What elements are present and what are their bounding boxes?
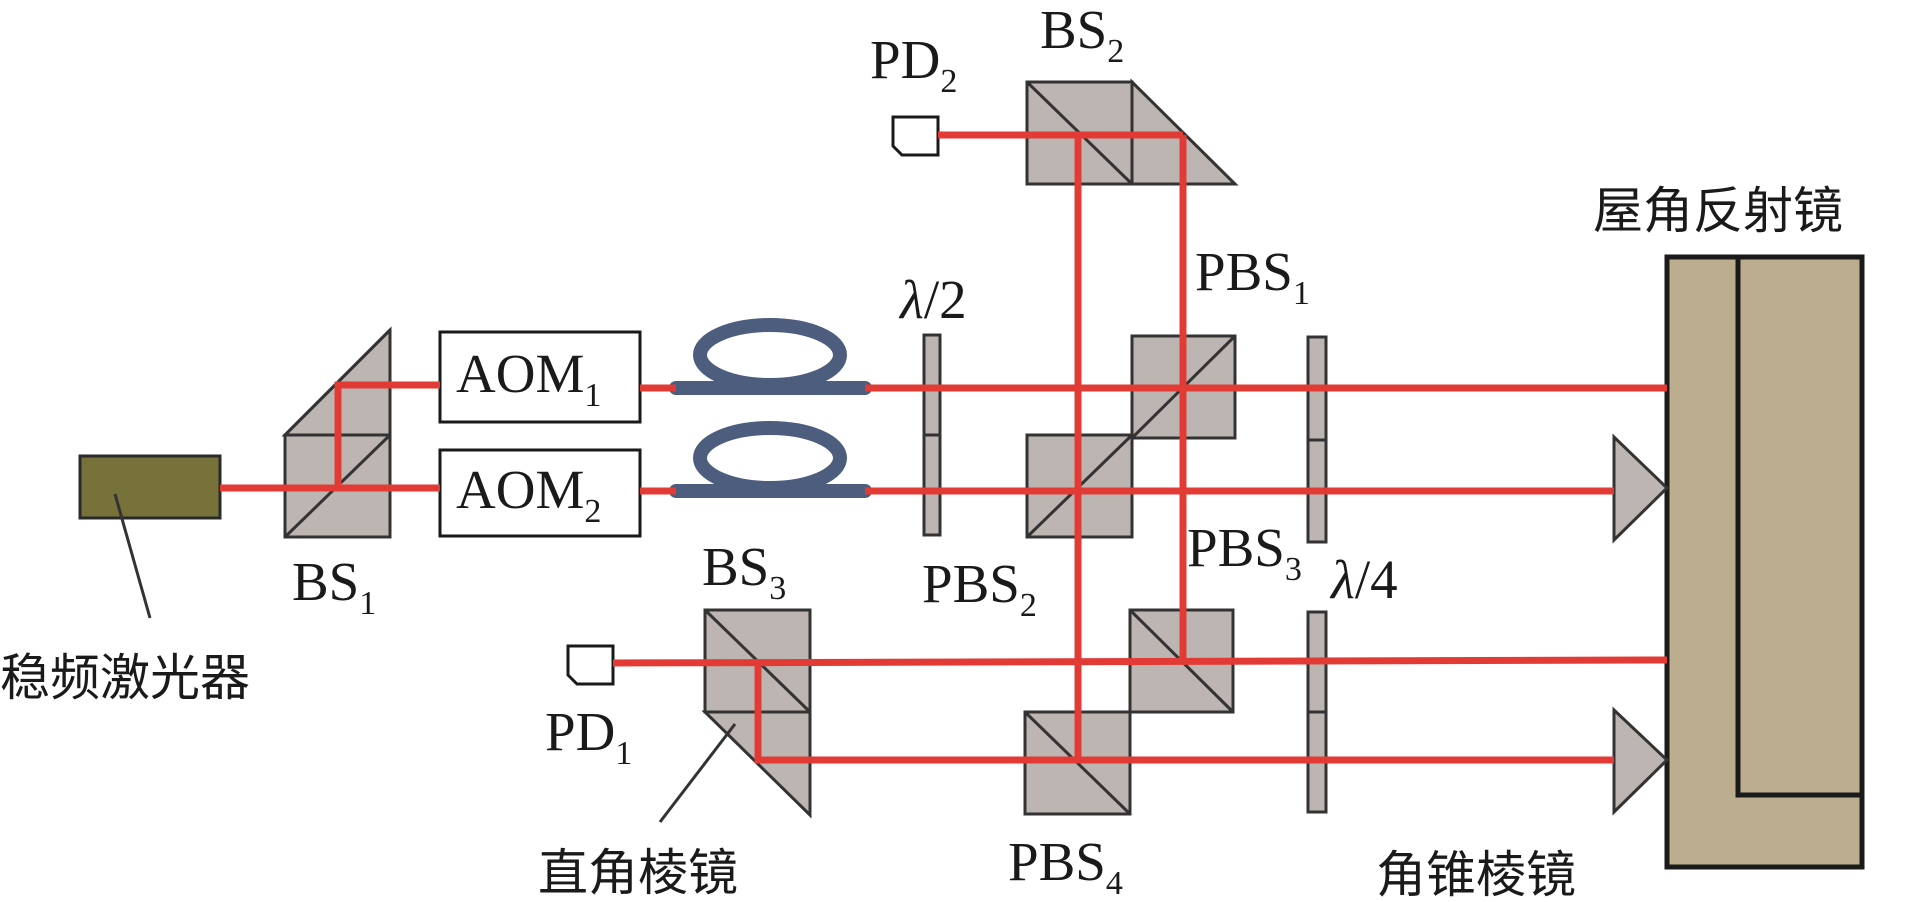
pd2-detector [891,115,940,157]
pbs2-label: PBS2 [922,553,1037,624]
fiber-coil-1 [669,318,872,395]
pbs4-label: PBS4 [1008,831,1123,902]
corner-cube-upper [1612,433,1670,544]
laser-leader-line [113,493,152,619]
aom1-label: AOM1 [456,343,601,414]
pd1-label: PD1 [545,701,632,772]
laser-label: 稳频激光器 [0,649,250,707]
half-wave-label: λ/2 [898,269,967,330]
bs2-label: BS2 [1040,0,1124,70]
roof-mirror-label: 屋角反射镜 [1593,182,1843,240]
quarter-wave-label: λ/4 [1329,549,1398,610]
pbs1-label: PBS1 [1195,241,1310,312]
corner-cube-lower [1612,706,1670,816]
laser-beams [220,131,1668,764]
fiber-coil-2 [669,421,872,498]
corner-cube-label: 角锥棱镜 [1376,846,1576,902]
laser-body [78,454,222,520]
pd2-label: PD2 [870,29,957,100]
pbs3-label: PBS3 [1187,517,1302,588]
pd1-detector [566,644,615,686]
aom1-box [438,330,642,424]
bs3-label: BS3 [702,536,786,607]
right-angle-prism-leader [658,723,737,823]
right-angle-prism-label: 直角棱镜 [538,844,738,902]
roof-mirror [1664,254,1865,870]
bs1-label: BS1 [292,551,376,622]
aom2-label: AOM2 [456,459,601,530]
